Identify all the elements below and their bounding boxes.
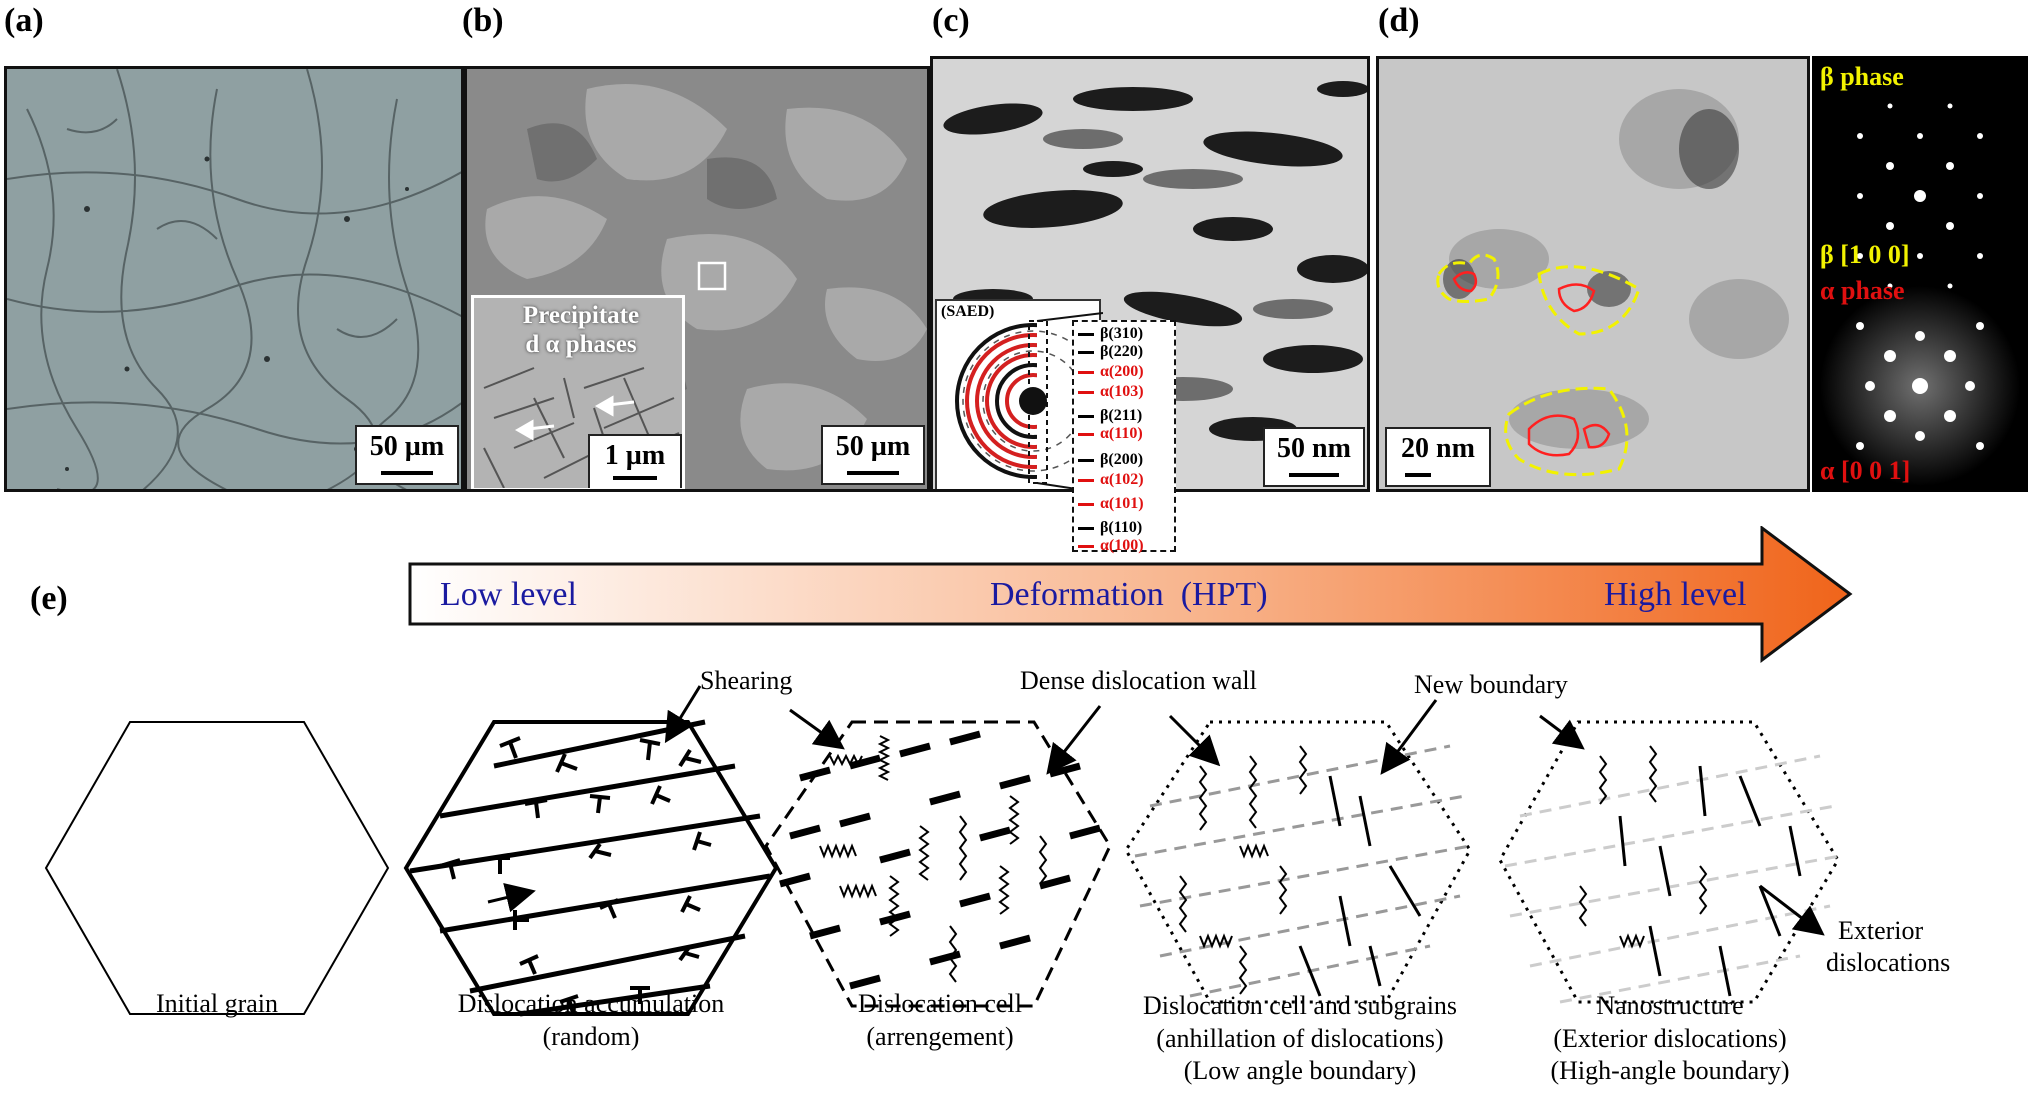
saed-index-marker: [1078, 459, 1094, 462]
stage-3-line2: (arrengement): [866, 1021, 1014, 1051]
saed-label: (SAED): [941, 303, 995, 320]
saed-index-label: β(211): [1100, 407, 1143, 424]
panel-label-c: (c): [932, 2, 970, 39]
stage-caption-1: Initial grain: [97, 988, 337, 1021]
new-boundary-label: New boundary: [1414, 670, 1568, 699]
stage-caption-3: Dislocation cell (arrengement): [800, 988, 1080, 1053]
scale-bar-c: 50 nm: [1263, 427, 1365, 487]
scale-bar-a: 50 µm: [355, 425, 459, 485]
inset-arrows: [514, 395, 635, 441]
panel-label-a: (a): [4, 2, 44, 39]
shearing-label: Shearing: [700, 666, 793, 695]
stage-4-line1: Dislocation cell and subgrains: [1142, 991, 1458, 1020]
grain-boundaries-a: [7, 69, 461, 489]
saed-index-marker: [1078, 391, 1094, 394]
alpha-zone-label: α [0 0 1]: [1820, 456, 1911, 485]
scale-line-c: [1289, 473, 1339, 477]
saed-index-marker: [1078, 503, 1094, 506]
beta-phase-label: β phase: [1820, 62, 1904, 91]
scale-line-a: [381, 471, 433, 475]
stage-caption-5: Nanostructure (Exterior dislocations) (H…: [1520, 990, 1820, 1088]
saed-index-marker: [1078, 527, 1094, 530]
tem-texture-c: [943, 81, 1367, 441]
stage-2-line2: (random): [542, 1021, 640, 1051]
inset-title-line1: Precipitate: [522, 302, 640, 329]
saed-index-label: α(101): [1100, 495, 1144, 512]
stage-5-line1: Nanostructure: [1596, 991, 1744, 1020]
saed-index-marker: [1078, 371, 1094, 374]
exterior-label-1: Exterior: [1838, 916, 1924, 945]
saed-index-label: α(103): [1100, 383, 1144, 400]
saed-index-marker: [1078, 479, 1094, 482]
panel-label-e: (e): [30, 580, 68, 617]
stage-1-line1: Initial grain: [155, 989, 278, 1018]
scale-bar-inset: 1 µm: [588, 434, 682, 488]
scale-text-c: 50 nm: [1277, 433, 1351, 464]
stage-caption-2: Dislocation accumulation (random): [406, 988, 776, 1053]
stage-caption-4: Dislocation cell and subgrains (anhillat…: [1110, 990, 1490, 1088]
micrograph-b: Precipitate d α phases 1 µm 50 µm: [464, 66, 930, 492]
saed-index-label: α(200): [1100, 363, 1144, 380]
exterior-label-2: dislocations: [1826, 948, 1951, 977]
schematic-grains: [44, 685, 1841, 1017]
saed-index-marker: [1078, 415, 1094, 418]
saed-index-label: β(110): [1100, 519, 1143, 536]
scale-bar-b: 50 µm: [821, 425, 925, 485]
scale-bar-d: 20 nm: [1385, 427, 1491, 487]
scale-line-inset: [613, 476, 657, 480]
saed-index-label: β(220): [1100, 343, 1144, 360]
scale-text-inset: 1 µm: [604, 440, 666, 471]
stage-2-line1: Dislocation accumulation: [457, 989, 725, 1018]
stage-3-line1: Dislocation cell: [858, 989, 1022, 1018]
panel-label-d: (d): [1378, 2, 1420, 39]
micrograph-d: 20 nm: [1376, 56, 1810, 492]
alpha-phase-label: α phase: [1820, 276, 1905, 305]
micrograph-c: (SAED) 50 nm: [930, 56, 1370, 492]
stage-4-line2: (anhillation of dislocations): [1156, 1023, 1444, 1053]
saed-index-label: β(310): [1100, 325, 1144, 342]
saed-index-box: β(310)β(220) α(200) α(103) β(211)α(110) β(20…: [1072, 320, 1176, 554]
arrow-low-label: Low level: [440, 576, 577, 613]
stage-5-line2: (Exterior dislocations): [1553, 1023, 1787, 1053]
stage-5-line3: (High-angle boundary): [1550, 1056, 1790, 1085]
tem-texture-d: [1436, 89, 1789, 477]
saed-index-label: α(102): [1100, 471, 1144, 488]
inset-b: Precipitate d α phases 1 µm: [471, 295, 685, 489]
inset-title: Precipitate d α phases: [474, 302, 682, 360]
saed-index-label: α(110): [1100, 425, 1143, 442]
arrow-mid-label: Deformation (HPT): [990, 576, 1268, 613]
scale-line-d: [1404, 473, 1431, 477]
saed-index-marker: [1078, 351, 1094, 354]
saed-index-label: β(200): [1100, 451, 1144, 468]
inset-title-line2: d α phases: [525, 330, 637, 358]
scale-line-b: [847, 471, 899, 475]
scale-text-d: 20 nm: [1401, 433, 1475, 464]
panel-label-b: (b): [462, 2, 504, 39]
diffraction-spots: [1820, 103, 2020, 486]
scale-text-a: 50 µm: [369, 431, 445, 462]
dense-wall-label: Dense dislocation wall: [1020, 666, 1257, 695]
saed-index-marker: [1078, 433, 1094, 436]
saed-index-label: α(100): [1100, 537, 1144, 554]
stage-4-line3: (Low angle boundary): [1183, 1056, 1417, 1085]
deformation-arrow: [408, 526, 1853, 663]
saed-index-marker: [1078, 545, 1094, 548]
beta-zone-label: β [1 0 0]: [1820, 240, 1910, 269]
saed-index-marker: [1078, 333, 1094, 336]
micrograph-a: 50 µm: [4, 66, 464, 492]
arrow-high-label: High level: [1604, 576, 1747, 613]
diffraction-strip-d: β phase β [1 0 0] α phase α [0 0 1]: [1812, 56, 2028, 492]
scale-text-b: 50 µm: [835, 431, 911, 462]
